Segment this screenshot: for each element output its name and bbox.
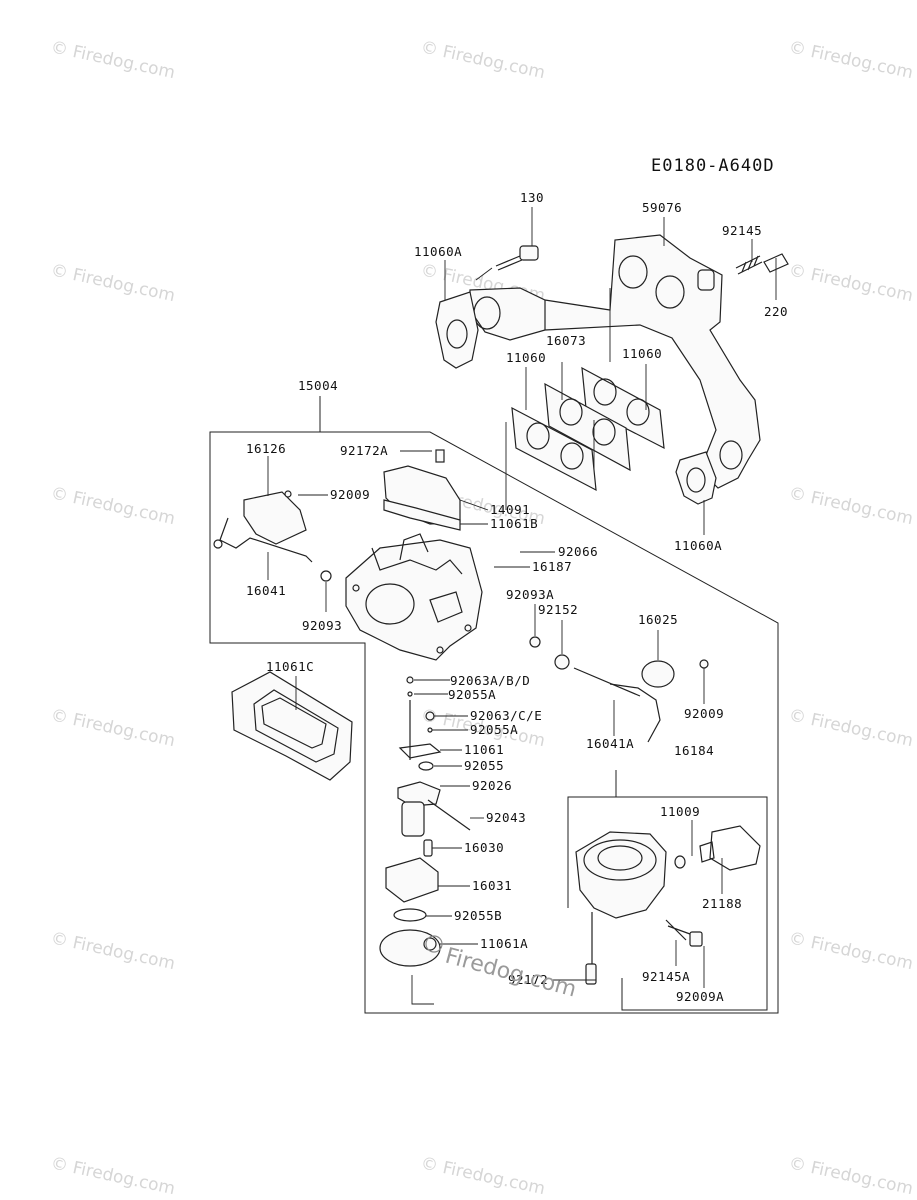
watermark-mr2: © Firedog.com bbox=[787, 483, 915, 529]
label-92055: 92055 bbox=[464, 758, 504, 773]
label-16073: 16073 bbox=[546, 333, 586, 348]
leader-lines bbox=[267, 207, 777, 1005]
choke-bracket bbox=[213, 490, 332, 582]
watermark-tr: © Firedog.com bbox=[787, 37, 915, 83]
float-bowl bbox=[575, 825, 761, 985]
label-92063ABD: 92063A/B/D bbox=[450, 673, 530, 688]
label-92009-right: 92009 bbox=[684, 706, 724, 721]
watermark-ml3: © Firedog.com bbox=[49, 705, 177, 751]
label-92152: 92152 bbox=[538, 602, 578, 617]
label-92026: 92026 bbox=[472, 778, 512, 793]
label-16041A: 16041A bbox=[586, 736, 634, 751]
label-11060-right: 11060 bbox=[622, 346, 662, 361]
label-11061A: 11061A bbox=[480, 936, 528, 951]
label-92043: 92043 bbox=[486, 810, 526, 825]
label-92009A: 92009A bbox=[676, 989, 724, 1004]
label-11061C: 11061C bbox=[266, 659, 314, 674]
center-watermark-text: Firedog.com bbox=[442, 944, 579, 1003]
label-92145A: 92145A bbox=[642, 969, 690, 984]
carburetor-body bbox=[345, 533, 483, 661]
watermark-layer: © Firedog.com © Firedog.com © Firedog.co… bbox=[49, 37, 915, 1199]
label-11009: 11009 bbox=[660, 804, 700, 819]
label-16126: 16126 bbox=[246, 441, 286, 456]
watermark-mr1: © Firedog.com bbox=[787, 260, 915, 306]
gasket-11061C bbox=[231, 671, 353, 781]
watermark-ml2: © Firedog.com bbox=[49, 483, 177, 529]
label-11060-left: 11060 bbox=[506, 350, 546, 365]
label-130: 130 bbox=[520, 190, 544, 205]
label-16041: 16041 bbox=[246, 583, 286, 598]
label-92145: 92145 bbox=[722, 223, 762, 238]
label-16184: 16184 bbox=[674, 743, 714, 758]
watermark-ml4: © Firedog.com bbox=[49, 928, 177, 974]
watermark-br: © Firedog.com bbox=[787, 1153, 915, 1199]
label-92055B: 92055B bbox=[454, 908, 502, 923]
label-15004: 15004 bbox=[298, 378, 338, 393]
label-92009-top: 92009 bbox=[330, 487, 370, 502]
label-92172A: 92172A bbox=[340, 443, 388, 458]
label-11060A-bottom: 11060A bbox=[674, 538, 722, 553]
assembly-frames bbox=[209, 396, 779, 1014]
watermark-bl: © Firedog.com bbox=[49, 1153, 177, 1199]
watermark-tc: © Firedog.com bbox=[419, 37, 547, 83]
label-92172: 92172 bbox=[508, 972, 548, 987]
label-11061B: 11061B bbox=[490, 516, 538, 531]
watermark-bc: © Firedog.com bbox=[419, 1153, 547, 1199]
label-16025: 16025 bbox=[638, 612, 678, 627]
watermark-mr3: © Firedog.com bbox=[787, 705, 915, 751]
manifold-hardware bbox=[495, 245, 789, 275]
watermark-tl: © Firedog.com bbox=[49, 37, 177, 83]
gaskets bbox=[435, 291, 717, 505]
label-16187: 16187 bbox=[532, 559, 572, 574]
intake-manifold bbox=[469, 234, 761, 489]
label-16031: 16031 bbox=[472, 878, 512, 893]
label-92063CE: 92063/C/E bbox=[470, 708, 542, 723]
label-16030: 16030 bbox=[464, 840, 504, 855]
top-cover bbox=[383, 449, 461, 531]
label-92055A-2: 92055A bbox=[470, 722, 518, 737]
diagram-code: E0180-A640D bbox=[651, 156, 775, 176]
choke-shaft bbox=[529, 636, 709, 743]
jet-stack bbox=[379, 676, 471, 967]
label-14091: 14091 bbox=[490, 502, 530, 517]
label-92093: 92093 bbox=[302, 618, 342, 633]
label-11061: 11061 bbox=[464, 742, 504, 757]
part-labels: 130 59076 92145 220 11060A 16073 11060 1… bbox=[246, 190, 788, 1004]
watermark-ml1: © Firedog.com bbox=[49, 260, 177, 306]
label-92066: 92066 bbox=[558, 544, 598, 559]
label-11060A-top: 11060A bbox=[414, 244, 462, 259]
watermark-mr4: © Firedog.com bbox=[787, 928, 915, 974]
label-92093A: 92093A bbox=[506, 587, 554, 602]
label-92055A-1: 92055A bbox=[448, 687, 496, 702]
label-220: 220 bbox=[764, 304, 788, 319]
label-21188: 21188 bbox=[702, 896, 742, 911]
label-59076: 59076 bbox=[642, 200, 682, 215]
